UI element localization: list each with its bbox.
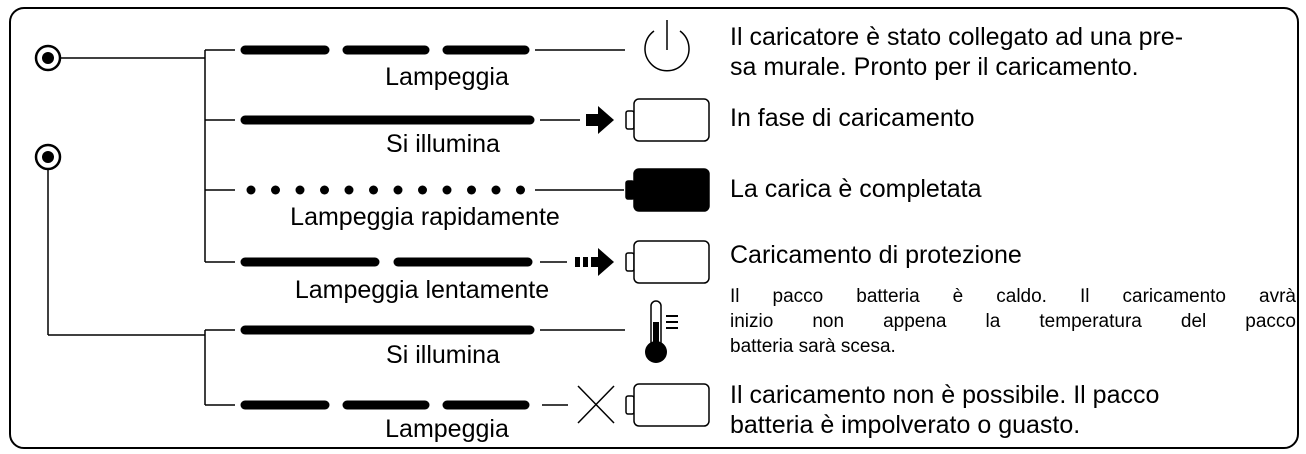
row-4-label: Lampeggia lentamente	[295, 276, 549, 304]
arrow-icon	[586, 106, 614, 134]
row-1-description-line-1: Il caricatore è stato collegato ad una p…	[730, 23, 1184, 51]
battery-protection-icon	[625, 240, 710, 284]
lamp-indicator-top	[34, 44, 62, 72]
lamp-indicator-bottom	[34, 143, 62, 171]
row-1-label: Lampeggia	[385, 63, 509, 91]
blink-dot	[246, 185, 256, 195]
row-4-description-line-1: Caricamento di protezione	[730, 241, 1022, 269]
blink-dot	[271, 185, 280, 195]
row-4-note: Il pacco batteria è caldo. Il caricament…	[730, 284, 1296, 359]
blink-dot	[442, 185, 452, 195]
blink-dot	[369, 185, 378, 195]
row-4-description: Caricamento di protezione	[730, 240, 1022, 270]
battery-full-icon	[625, 168, 710, 212]
row-4-note-line-3: batteria sarà scesa.	[730, 336, 896, 357]
blink-dot	[418, 185, 427, 195]
connector-tree-top	[60, 49, 235, 263]
blink-fast-pattern-row-3	[246, 185, 525, 195]
blink-dot	[344, 185, 354, 195]
cross-icon	[577, 385, 615, 424]
row-1-description-line-2: sa murale. Pronto per il caricamento.	[730, 53, 1139, 81]
row-5-label: Si illumina	[386, 341, 500, 369]
thermometer-icon	[645, 300, 678, 363]
blink-dot	[491, 185, 501, 195]
row-6-description-line-2: batteria è impolverato o guasto.	[730, 411, 1081, 439]
blink-dot	[320, 185, 329, 195]
row-2-label: Si illumina	[386, 130, 500, 158]
blink-dot	[393, 185, 403, 195]
battery-charging-icon	[625, 98, 710, 142]
blink-dot	[295, 185, 305, 195]
dashed-arrow-icon	[575, 248, 614, 276]
row-2-description: In fase di caricamento	[730, 103, 975, 133]
power-icon	[644, 20, 690, 72]
row-3-description: La carica è completata	[730, 174, 982, 204]
row-4-note-line-1: Il pacco batteria è caldo. Il caricament…	[730, 286, 1296, 307]
blink-dot	[467, 185, 476, 195]
row-3-label: Lampeggia rapidamente	[290, 203, 560, 231]
row-4-note-line-2: inizio non appena la temperatura del pac…	[730, 311, 1296, 332]
row-6-label: Lampeggia	[385, 415, 509, 443]
blink-dot	[516, 185, 525, 195]
connector-tree-bottom	[47, 169, 235, 406]
diagram-frame	[9, 7, 1299, 449]
row-3-description-line-1: La carica è completata	[730, 175, 982, 203]
row-1-description: Il caricatore è stato collegato ad una p…	[730, 22, 1183, 82]
row-6-description-line-1: Il caricamento non è possibile. Il pacco	[730, 381, 1160, 409]
battery-error-icon	[625, 383, 710, 427]
row-6-description: Il caricamento non è possibile. Il pacco…	[730, 380, 1159, 440]
row-2-description-line-1: In fase di caricamento	[730, 104, 975, 132]
